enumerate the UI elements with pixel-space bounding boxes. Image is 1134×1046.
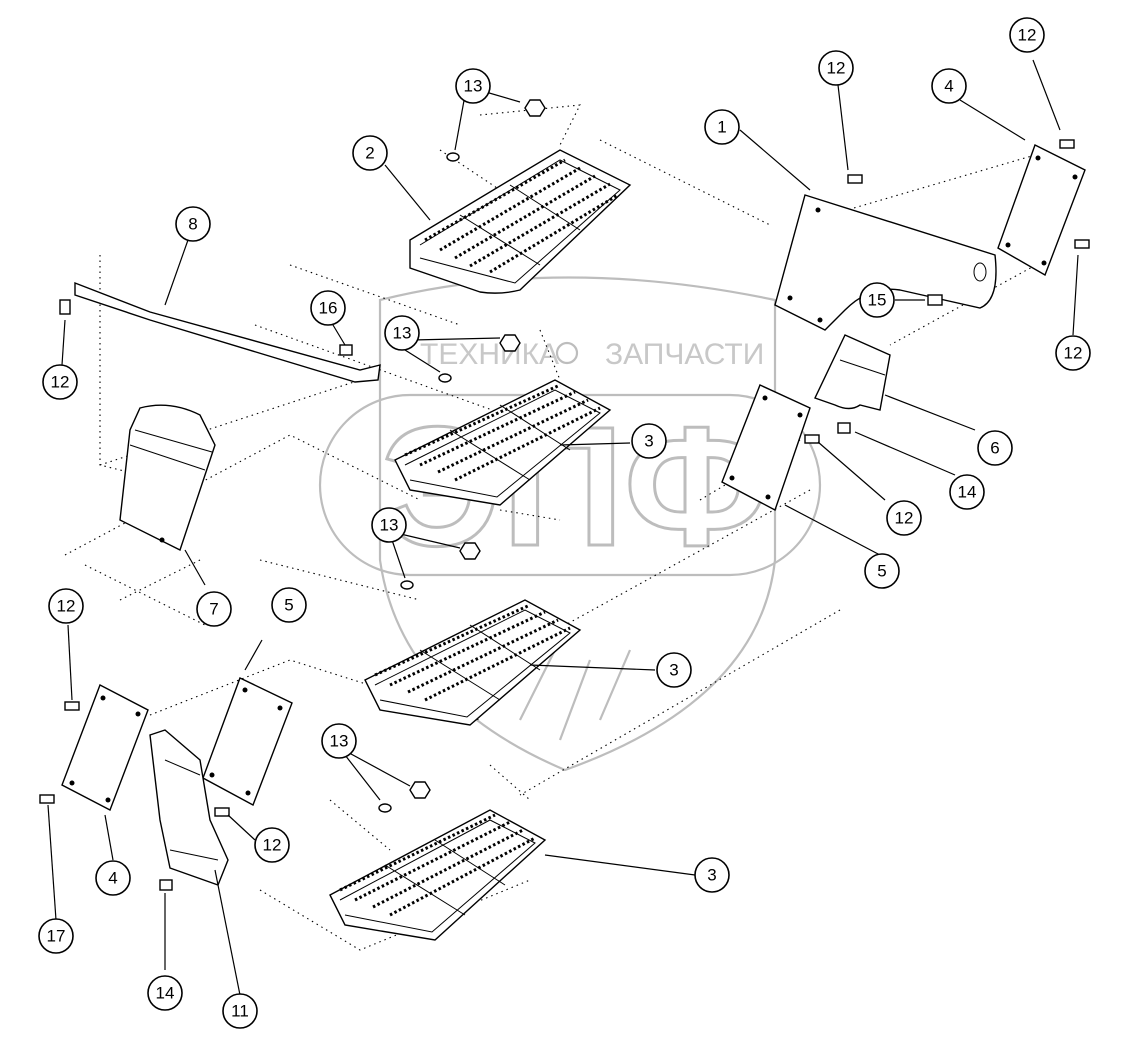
guard-plate-7	[119, 404, 216, 551]
callout-5-lower: 5	[271, 587, 307, 623]
svg-text:3: 3	[669, 661, 678, 680]
bolt-15	[927, 294, 943, 306]
svg-text:12: 12	[57, 597, 76, 616]
bolt-12a	[847, 174, 863, 184]
callout-4-lower: 4	[95, 860, 131, 896]
nut-13d	[409, 781, 431, 799]
svg-text:13: 13	[393, 324, 412, 343]
watermark-left-text: ТЕХНИКА	[420, 338, 559, 371]
svg-text:5: 5	[284, 596, 293, 615]
svg-text:16: 16	[319, 299, 338, 318]
callout-14-b: 14	[147, 975, 183, 1011]
callout-13-d: 13	[321, 723, 357, 759]
svg-text:12: 12	[1064, 344, 1083, 363]
step-tread-3-lower	[364, 599, 582, 726]
svg-text:3: 3	[707, 866, 716, 885]
washer-13c	[400, 580, 414, 590]
svg-text:12: 12	[1018, 26, 1037, 45]
step-tread-2	[409, 149, 632, 294]
svg-text:14: 14	[156, 984, 175, 1003]
callout-4-upper: 4	[931, 68, 967, 104]
svg-text:14: 14	[958, 483, 977, 502]
svg-text:12: 12	[827, 59, 846, 78]
bolt-17	[39, 794, 55, 804]
svg-text:12: 12	[895, 509, 914, 528]
callout-16: 16	[310, 290, 346, 326]
callout-12-a: 12	[818, 50, 854, 86]
callouts: 1 2 3 3 3 4 4 5 5 6 7 8 11 12 12 12 12 1…	[38, 17, 1091, 1029]
svg-text:4: 4	[944, 77, 953, 96]
mounting-plate-4-upper	[997, 144, 1086, 277]
washer-13a	[446, 152, 460, 162]
callout-14-a: 14	[949, 474, 985, 510]
mounting-plate-5-lower	[202, 677, 293, 806]
bolt-12d	[59, 299, 71, 315]
bolt-14a	[837, 422, 851, 434]
svg-text:15: 15	[868, 291, 887, 310]
bolt-12f	[64, 701, 80, 711]
support-rod-8	[74, 281, 381, 383]
washer-13b	[438, 373, 452, 383]
bolt-12b	[1059, 139, 1075, 149]
callout-13-c: 13	[371, 507, 407, 543]
callout-12-c: 12	[1055, 335, 1091, 371]
svg-text:4: 4	[108, 869, 117, 888]
callout-7: 7	[196, 591, 232, 627]
callout-12-g: 12	[254, 827, 290, 863]
callout-1: 1	[704, 109, 740, 145]
bolt-12c	[1074, 239, 1090, 249]
callout-15: 15	[859, 282, 895, 318]
callout-3-lower: 3	[656, 652, 692, 688]
watermark-right-text: ЗАПЧАСТИ	[605, 338, 764, 371]
callout-3-bottom: 3	[694, 857, 730, 893]
svg-text:2: 2	[365, 144, 374, 163]
svg-text:5: 5	[877, 562, 886, 581]
svg-text:7: 7	[209, 600, 218, 619]
bolt-12e	[804, 434, 820, 444]
step-tread-3-bottom	[329, 809, 547, 941]
nut-13c	[459, 542, 481, 560]
svg-text:13: 13	[464, 77, 483, 96]
bolt-16	[339, 344, 353, 356]
svg-text:6: 6	[990, 439, 999, 458]
callout-11: 11	[222, 993, 258, 1029]
svg-text:1: 1	[717, 118, 726, 137]
callout-3-upper: 3	[631, 423, 667, 459]
nut-13a	[524, 99, 546, 117]
svg-text:13: 13	[380, 516, 399, 535]
callout-13-b: 13	[384, 315, 420, 351]
fasteners	[39, 99, 1090, 891]
callout-2: 2	[352, 135, 388, 171]
bolt-12g	[214, 807, 230, 817]
svg-text:8: 8	[188, 215, 197, 234]
bracket-6	[814, 334, 891, 411]
svg-text:3: 3	[644, 432, 653, 451]
step-tread-3-upper	[394, 379, 612, 506]
bolt-14b	[159, 879, 173, 891]
callout-8: 8	[175, 206, 211, 242]
callout-6: 6	[977, 430, 1013, 466]
callout-13-a: 13	[455, 68, 491, 104]
callout-5-right: 5	[864, 553, 900, 589]
svg-text:13: 13	[330, 732, 349, 751]
nut-13b	[499, 334, 521, 352]
svg-text:12: 12	[51, 373, 70, 392]
callout-12-f: 12	[48, 588, 84, 624]
svg-text:17: 17	[47, 927, 66, 946]
svg-text:11: 11	[231, 1002, 249, 1021]
mounting-plate-5-right	[721, 384, 811, 512]
mounting-plate-4-lower	[61, 684, 149, 811]
callout-12-b: 12	[1009, 17, 1045, 53]
svg-text:12: 12	[263, 836, 282, 855]
gear-icon	[555, 341, 579, 365]
bracket-11	[149, 729, 229, 886]
washer-13d	[378, 803, 392, 813]
callout-12-e: 12	[886, 500, 922, 536]
callout-17: 17	[38, 918, 74, 954]
callout-12-d: 12	[42, 364, 78, 400]
